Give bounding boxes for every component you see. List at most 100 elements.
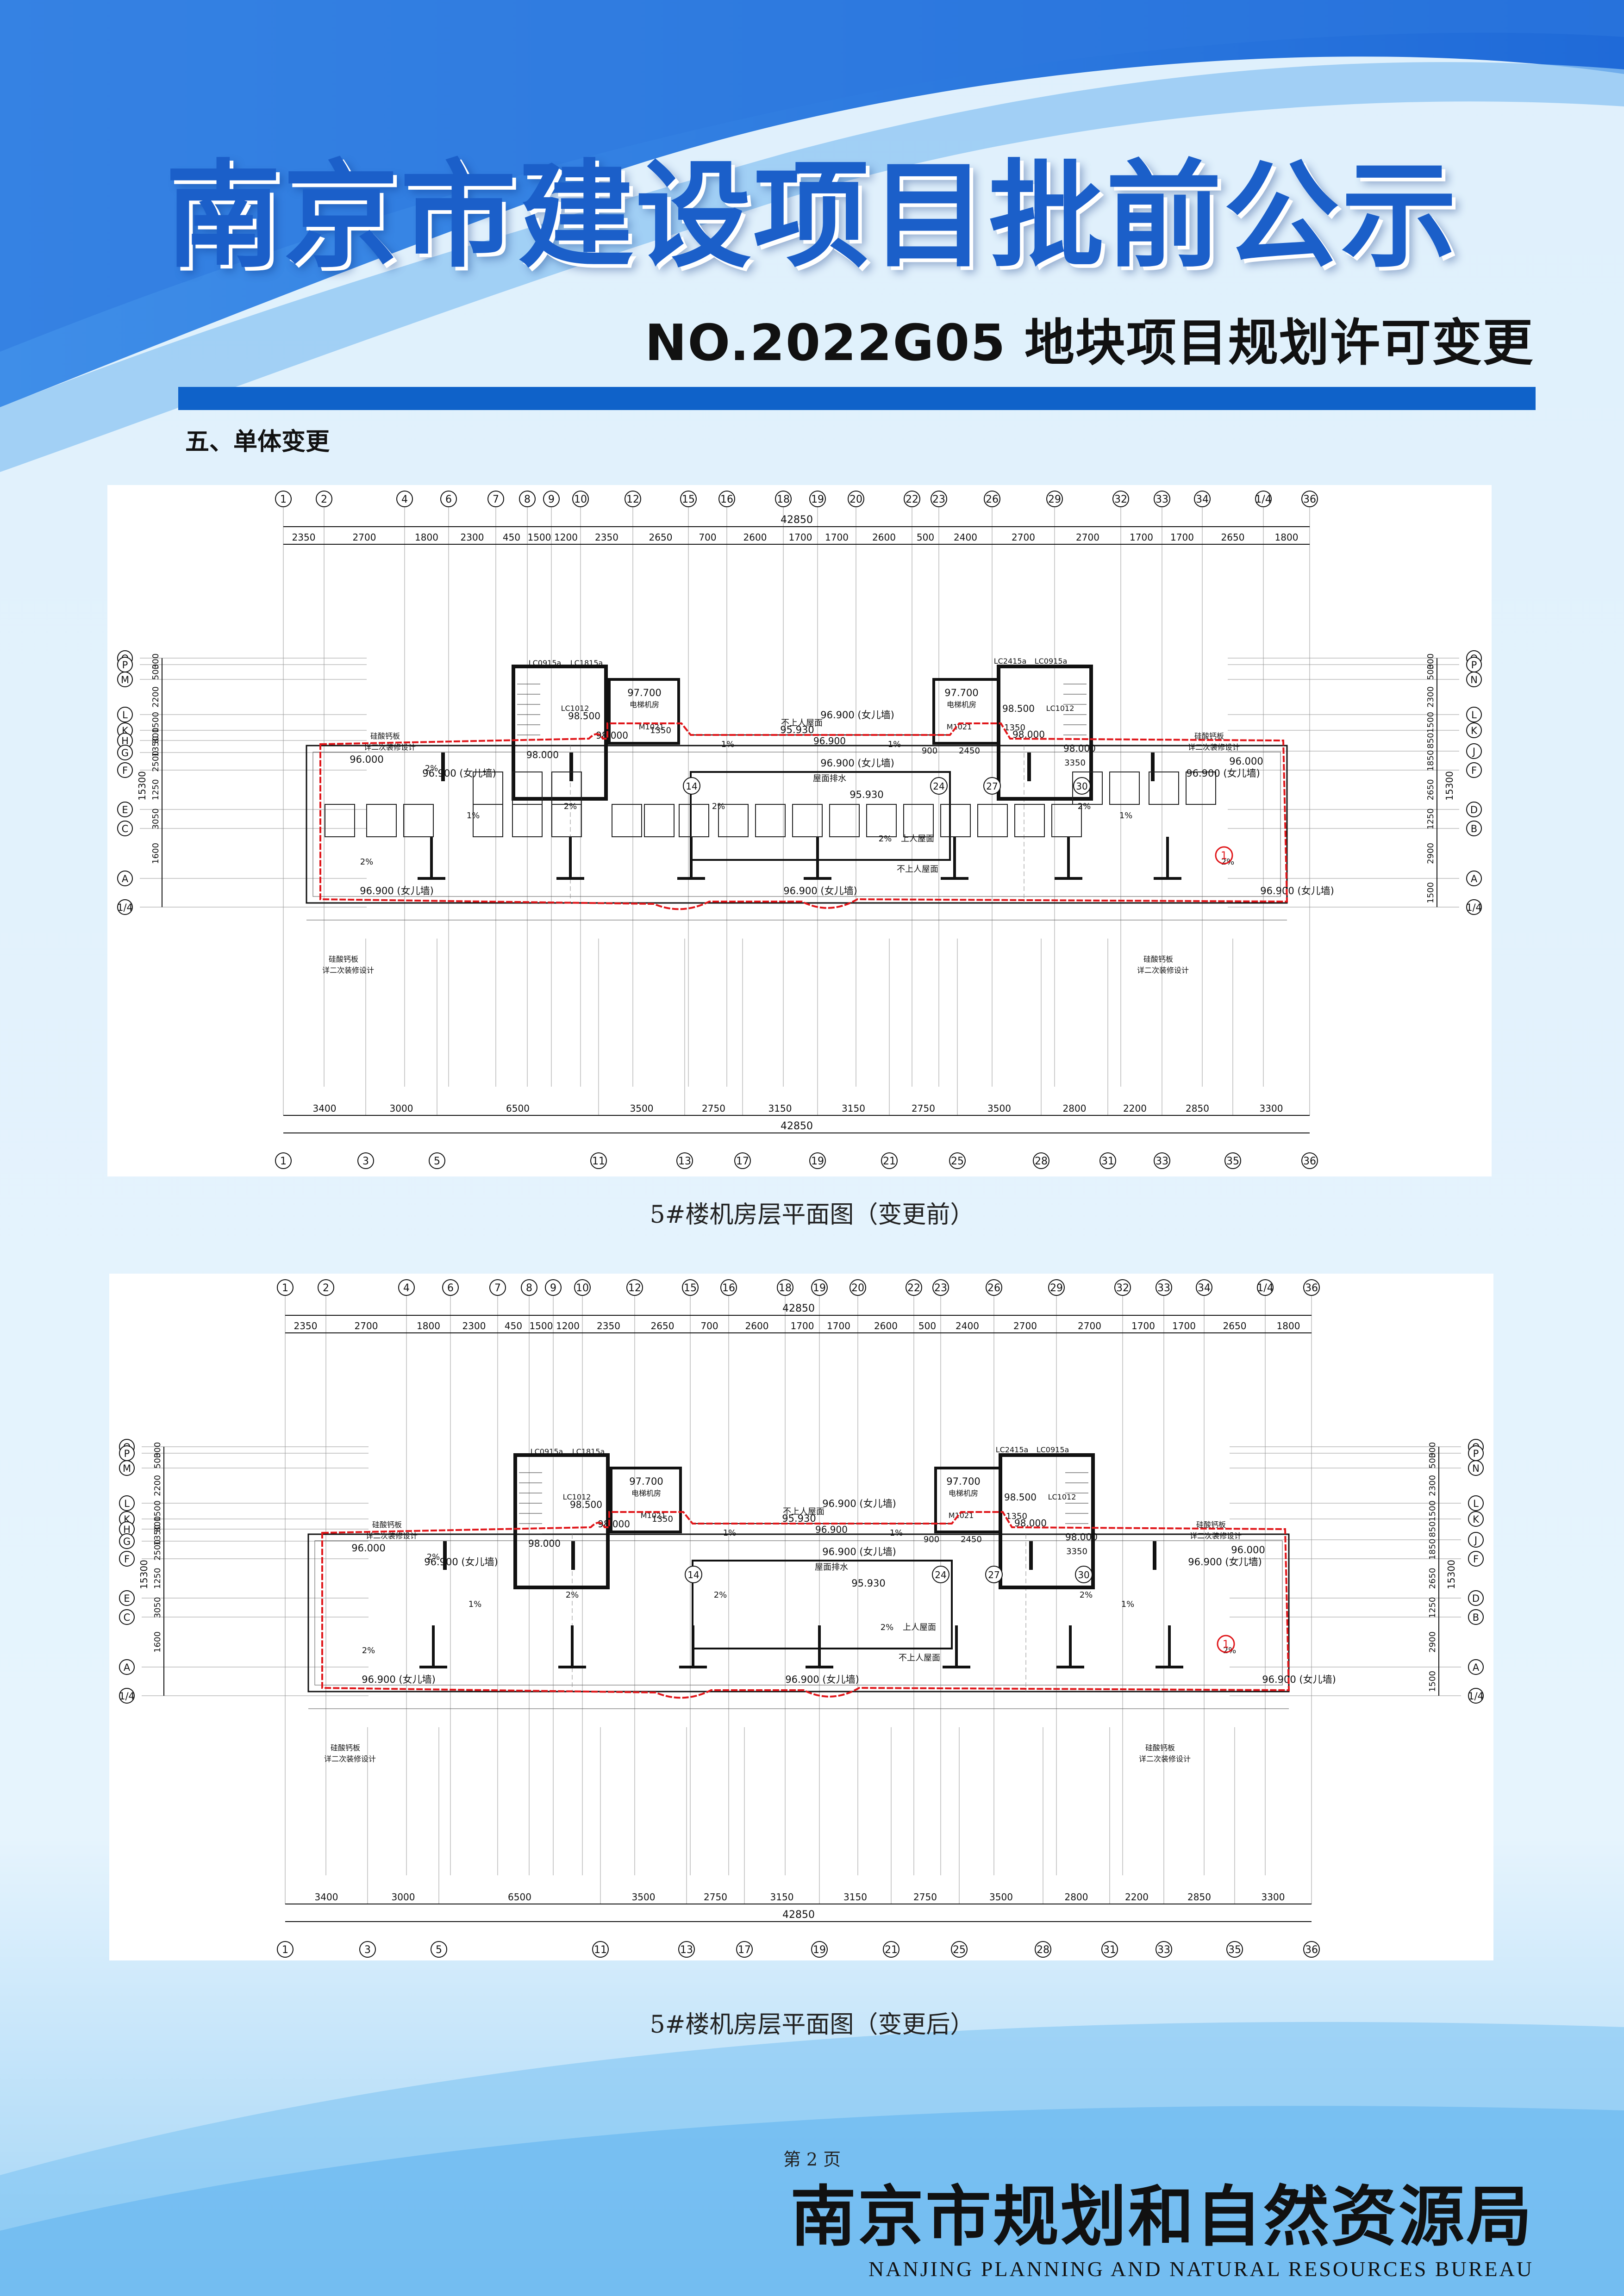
axis-label: K [1471, 725, 1478, 736]
axis-label: 1/4 [117, 902, 133, 913]
axis-bubble [117, 745, 133, 760]
dim-value: 1800 [417, 1320, 440, 1332]
axis-label: 19 [813, 1282, 826, 1294]
dim-value: 1700 [827, 1320, 850, 1332]
axis-label: A [124, 1662, 131, 1673]
dim-value: 300 [153, 1442, 162, 1458]
door-tag: M1021 [639, 722, 664, 731]
ac-unit [829, 804, 860, 837]
axis-label: 1/4 [1255, 494, 1271, 505]
dim-value: 3500 [630, 1103, 654, 1114]
axis-bubble [545, 1279, 562, 1296]
axis-bubble [1466, 707, 1482, 722]
callout-label: 24 [935, 1569, 946, 1580]
room-label: 电梯机房 [949, 1489, 978, 1498]
dim-value: 2650 [651, 1320, 675, 1332]
axis-label: 8 [524, 494, 531, 505]
callout-bubble [932, 1566, 949, 1583]
elevation-label: 96.900 [813, 735, 846, 747]
dim-value: 2850 [1186, 1103, 1209, 1114]
dim-value: 2650 [649, 532, 673, 543]
axis-label: 12 [628, 1282, 641, 1294]
elevation-label: 96.000 [350, 754, 383, 765]
axis-label: 25 [953, 1944, 966, 1956]
axis-label: 36 [1305, 1944, 1318, 1956]
elevation-label: 96.000 [1231, 1544, 1265, 1556]
axis-bubble [1466, 899, 1482, 915]
axis-label: 2 [321, 494, 327, 505]
axis-label: 19 [813, 1944, 826, 1956]
central-roof-box [690, 771, 951, 861]
door-tag: LC1012 [561, 704, 589, 713]
axis-label: 34 [1196, 494, 1209, 505]
elevation-label: 96.900 (女儿墙) [1260, 885, 1334, 896]
dim-value: 3500 [632, 1892, 656, 1903]
bureau-name: 南京市规划和自然资源局 [790, 2178, 1534, 2255]
dim-value: 2350 [292, 532, 316, 543]
axis-label: 23 [934, 1282, 947, 1294]
dim-value: 450 [505, 1320, 522, 1332]
slope-note: 1% [888, 740, 901, 749]
axis-bubble [1154, 491, 1170, 507]
dim-value: 900 [924, 1535, 939, 1544]
axis-label: 33 [1157, 1944, 1170, 1956]
slope-note: 1% [890, 1528, 903, 1538]
ac-unit [1109, 772, 1140, 805]
slope-note: 2% [1080, 1590, 1093, 1600]
elevation-label: 96.900 (女儿墙) [1262, 1674, 1336, 1685]
axis-bubble [1301, 1152, 1318, 1169]
axis-label: 18 [779, 1282, 792, 1294]
main-title: 南京市建设项目批前公示 [165, 147, 1459, 283]
revision-tag [1217, 1635, 1235, 1653]
dim-value: 2650 [1221, 532, 1245, 543]
axis-bubble [734, 1152, 751, 1169]
project-subtitle: NO.2022G05 地块项目规划许可变更 [645, 314, 1534, 372]
dim-value: 1700 [791, 1320, 814, 1332]
dim-value: 2700 [1012, 532, 1035, 543]
axis-bubble [119, 1460, 135, 1476]
axis-label: F [1473, 1554, 1479, 1565]
slope-note: 1% [1119, 811, 1133, 821]
elevation-label: 95.930 [780, 724, 814, 735]
axis-bubble [1156, 1941, 1172, 1958]
elevation-label: 96.900 (女儿墙) [822, 1546, 896, 1557]
axis-label: L [122, 709, 128, 721]
dim-value: 800 [153, 1516, 162, 1532]
axis-label: N [1472, 1463, 1480, 1474]
ac-unit [866, 804, 897, 837]
dim-overall: 42850 [782, 1909, 815, 1921]
slope-note: 2% [566, 1590, 579, 1600]
axis-bubble [521, 1279, 537, 1296]
axis-label: 29 [1050, 1282, 1063, 1294]
dim-value: 450 [503, 532, 520, 543]
roof-note: 硅酸钙板 [372, 1520, 402, 1529]
dim-value: 2500 [153, 1539, 162, 1561]
revision-tag-label: 1 [1223, 1639, 1229, 1650]
dim-overall: 42850 [781, 1120, 813, 1132]
callout-label: 27 [986, 781, 998, 792]
axis-bubble [932, 1279, 949, 1296]
ac-unit [644, 804, 675, 837]
axis-bubble [682, 1279, 699, 1296]
axis-label: 28 [1037, 1944, 1049, 1956]
axis-bubble [119, 1590, 135, 1606]
dim-value: 500 [918, 1320, 936, 1332]
elevation-label: 96.900 (女儿墙) [422, 768, 496, 779]
dim-value: 2650 [1426, 779, 1436, 801]
axis-bubble [1048, 1279, 1065, 1296]
roof-note: 上人屋面 [901, 834, 934, 844]
roof-note: 硅酸钙板 [1143, 955, 1173, 964]
roof-note: 详二次装修设计 [364, 743, 416, 752]
dim-value: 2750 [702, 1103, 725, 1114]
axis-label: 21 [885, 1944, 898, 1956]
axis-label: 35 [1226, 1156, 1239, 1167]
slope-note: 2% [425, 764, 438, 773]
axis-bubble [1035, 1941, 1051, 1958]
axis-label: E [124, 1593, 130, 1604]
elevation-label: 98.500 [1002, 703, 1035, 714]
axis-bubble [117, 821, 133, 836]
axis-bubble [359, 1941, 376, 1958]
dim-value: 3150 [768, 1103, 792, 1114]
